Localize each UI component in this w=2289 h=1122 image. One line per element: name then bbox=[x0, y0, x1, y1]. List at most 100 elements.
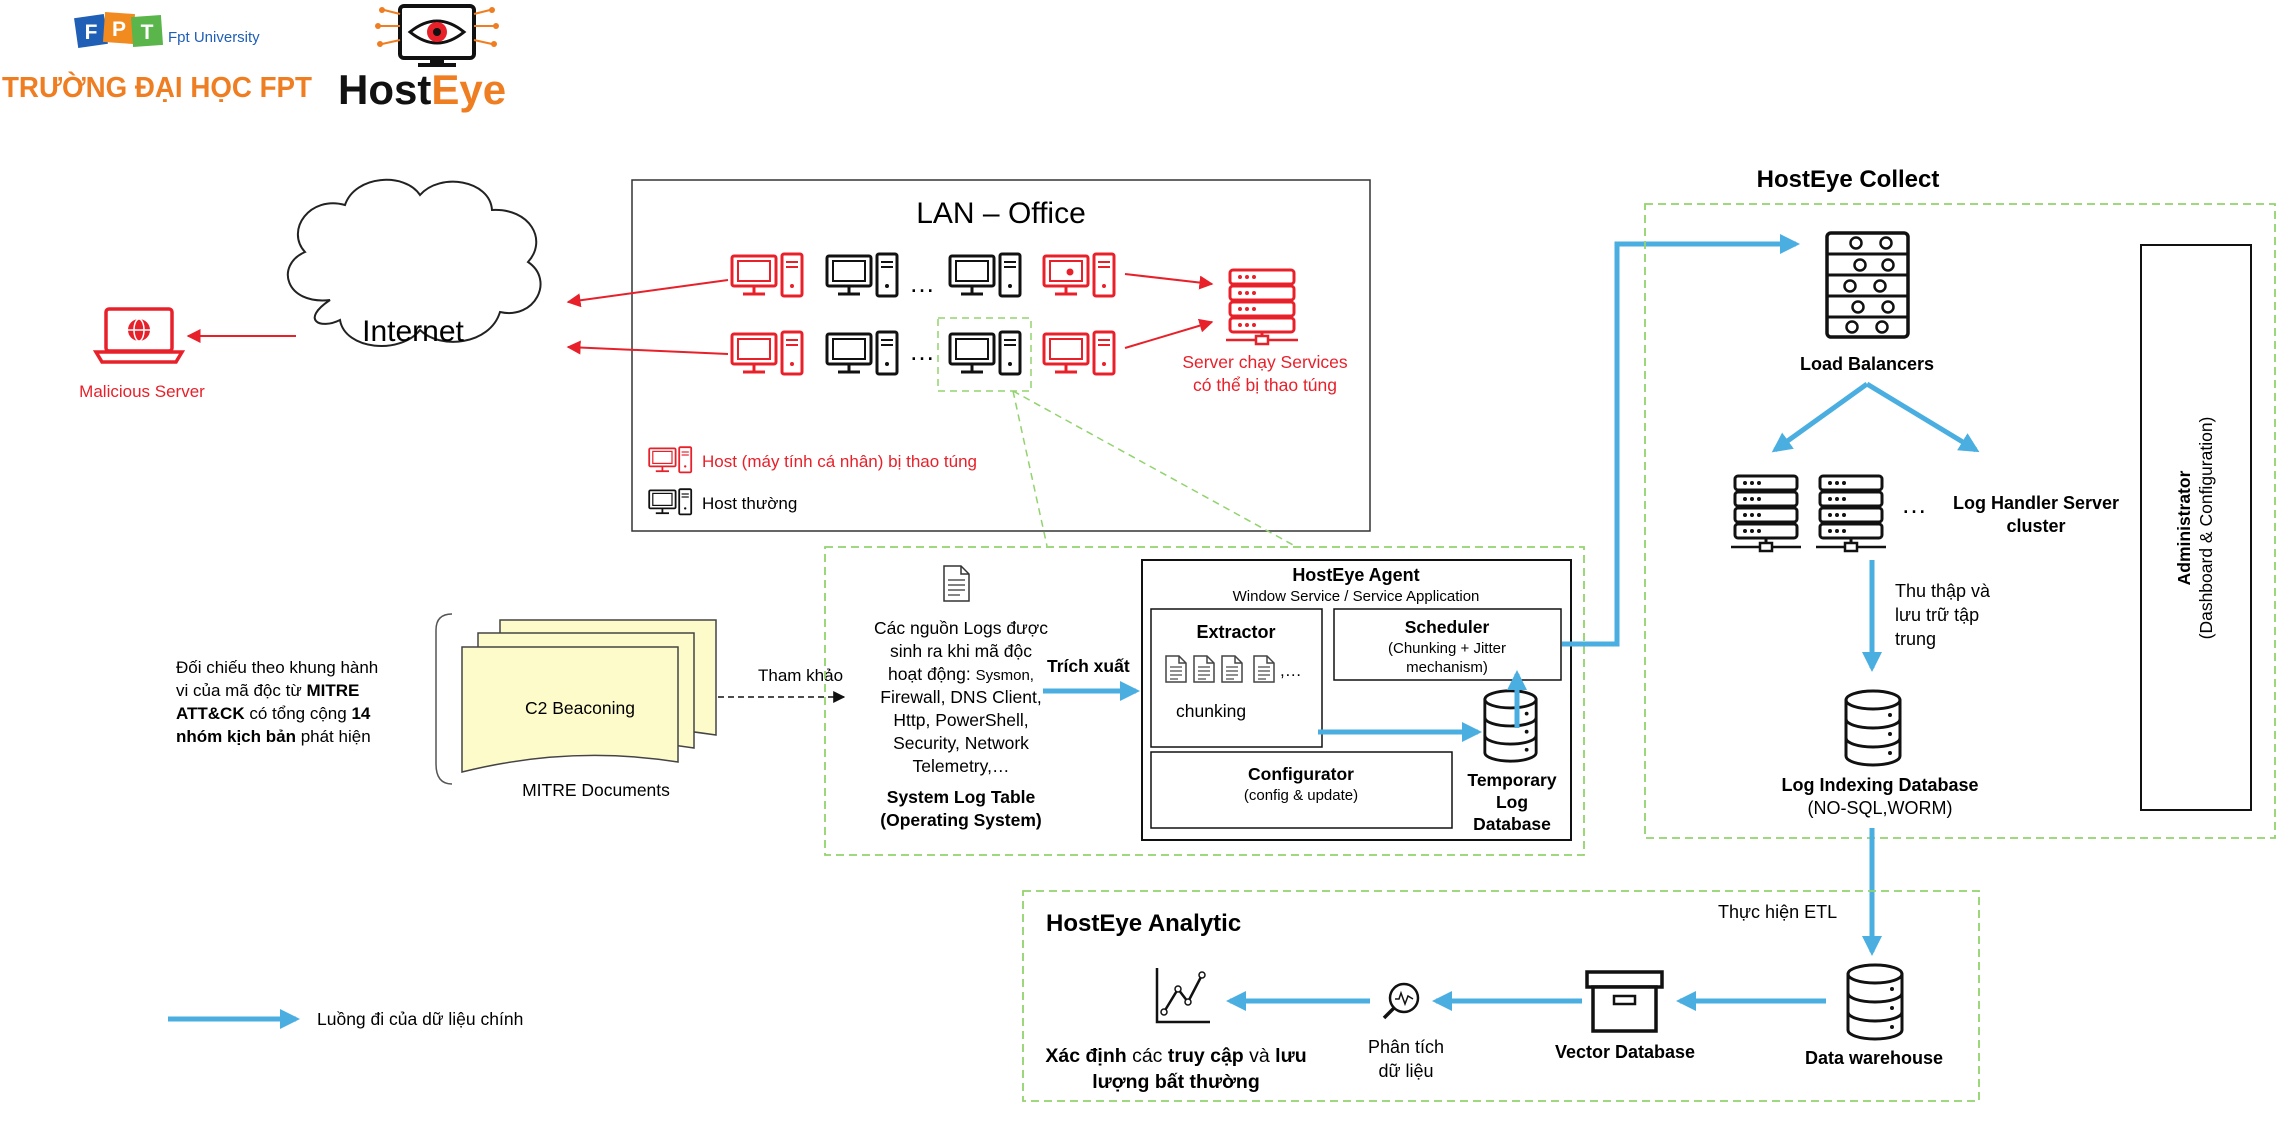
vector-db-label: Vector Database bbox=[1555, 1042, 1695, 1062]
server-label-line2: có thể bị thao túng bbox=[1193, 375, 1337, 395]
tempdb-line3: Database bbox=[1473, 814, 1551, 834]
lan-office-title: LAN – Office bbox=[916, 197, 1086, 230]
extractor-title: Extractor bbox=[1196, 622, 1275, 642]
index-db-label-line2: (NO-SQL,WORM) bbox=[1808, 798, 1953, 818]
magnifier-icon bbox=[1382, 982, 1420, 1020]
etl-label: Thực hiện ETL bbox=[1718, 902, 1837, 922]
scheduler-box: Scheduler (Chunking + Jitter mechanism) bbox=[1333, 608, 1562, 681]
internet-cloud: Internet bbox=[286, 178, 542, 348]
configurator-box: Configurator (config & update) bbox=[1150, 751, 1453, 829]
administrator-panel: Administrator (Dashboard & Configuration… bbox=[2140, 244, 2252, 811]
server-rack-icon bbox=[1729, 474, 1803, 553]
analyze-label-line2: dữ liệu bbox=[1378, 1061, 1433, 1081]
document-icon bbox=[1165, 655, 1187, 683]
database-icon bbox=[1483, 689, 1538, 763]
row2-ellipsis: … bbox=[909, 336, 935, 366]
tempdb-line1: Temporary bbox=[1467, 770, 1556, 790]
collect-note-line2: lưu trữ tập bbox=[1895, 605, 1979, 625]
handler-label-line2: cluster bbox=[2006, 516, 2065, 536]
result-label-line1: Xác định các truy cập và lưu bbox=[1045, 1045, 1306, 1067]
syslog-title-line2: (Operating System) bbox=[880, 810, 1041, 830]
syslog-line1: Các nguồn Logs được bbox=[874, 618, 1048, 638]
hosteye-agent-box: HostEye Agent Window Service / Service A… bbox=[1141, 559, 1572, 841]
hosteye-logo: HostEye bbox=[338, 4, 506, 113]
configurator-title: Configurator bbox=[1248, 764, 1354, 784]
internet-label: Internet bbox=[362, 315, 464, 348]
chunking-label: chunking bbox=[1176, 701, 1246, 721]
syslog-line2: sinh ra khi mã độc bbox=[890, 641, 1032, 661]
lb-to-handler-left-arrow bbox=[1771, 381, 1869, 453]
eye-monitor-icon bbox=[375, 4, 499, 67]
mitre-document-stack: C2 Beaconing bbox=[461, 619, 717, 773]
zoom-line-right bbox=[1012, 390, 1296, 547]
document-icon bbox=[1193, 655, 1215, 683]
database-icon bbox=[1844, 689, 1902, 767]
collect-region bbox=[1644, 203, 2276, 839]
system-log-table: Các nguồn Logs được sinh ra khi mã độc h… bbox=[874, 565, 1048, 830]
tempdb-line2: Log bbox=[1496, 792, 1528, 812]
configurator-sub: (config & update) bbox=[1244, 787, 1358, 804]
scheduler-sub-line1: (Chunking + Jitter bbox=[1388, 640, 1506, 657]
host-zoom-region bbox=[824, 546, 1585, 856]
mitre-desc-line2: vi của mã độc từ MITRE bbox=[176, 681, 359, 700]
row1-ellipsis: … bbox=[909, 268, 935, 298]
server-label-line1: Server chạy Services bbox=[1182, 352, 1348, 372]
extractor-more: ,… bbox=[1280, 661, 1302, 680]
syslog-title-line1: System Log Table bbox=[887, 787, 1036, 807]
administrator-label: Administrator bbox=[2174, 470, 2194, 585]
data-warehouse-label: Data warehouse bbox=[1805, 1048, 1943, 1068]
handler-label-line1: Log Handler Server bbox=[1953, 493, 2119, 513]
load-balancer-icon bbox=[1825, 231, 1910, 339]
globe-laptop-icon bbox=[92, 307, 186, 364]
host-to-server-arrow-1 bbox=[1124, 273, 1214, 290]
fpt-school-label: TRƯỜNG ĐẠI HỌC FPT bbox=[2, 70, 312, 104]
legend-bad-host: Host (máy tính cá nhân) bị thao túng bbox=[702, 452, 977, 471]
fpt-mark-icon: F P T bbox=[74, 11, 164, 48]
analyze-label-line1: Phân tích bbox=[1368, 1037, 1444, 1057]
server-rack-icon bbox=[1814, 474, 1888, 553]
document-icon bbox=[1221, 655, 1243, 683]
database-icon bbox=[1846, 963, 1904, 1041]
result-label-line2: lượng bất thường bbox=[1092, 1071, 1260, 1093]
administrator-sub-label: (Dashboard & Configuration) bbox=[2196, 417, 2216, 640]
line-chart-icon bbox=[1155, 968, 1210, 1024]
reference-label: Tham khảo bbox=[758, 666, 843, 685]
collect-note-line3: trung bbox=[1895, 629, 1936, 649]
server-rack-icon bbox=[1226, 268, 1298, 346]
archive-box-icon bbox=[1585, 970, 1664, 1033]
c2-beaconing-label: C2 Beaconing bbox=[525, 698, 635, 718]
malicious-server: Malicious Server bbox=[79, 307, 205, 401]
scheduler-to-loadbalancer-arrow bbox=[1562, 234, 1800, 647]
index-db-label-line1: Log Indexing Database bbox=[1781, 775, 1978, 795]
svg-text:T: T bbox=[141, 21, 154, 44]
load-balancers-label: Load Balancers bbox=[1800, 354, 1934, 374]
infected-dot bbox=[1066, 268, 1074, 276]
malicious-server-label: Malicious Server bbox=[79, 382, 205, 401]
agent-subtitle: Window Service / Service Application bbox=[1233, 588, 1480, 605]
mitre-brace bbox=[435, 613, 453, 785]
hosteye-wordmark: HostEye bbox=[338, 66, 506, 113]
lb-to-handler-right-arrow bbox=[1865, 381, 1980, 453]
handler-ellipsis: … bbox=[1901, 489, 1927, 519]
legend-flow-label: Luồng đi của dữ liệu chính bbox=[317, 1009, 523, 1029]
mitre-desc-line1: Đối chiếu theo khung hành bbox=[176, 658, 378, 677]
syslog-line4: Firewall, DNS Client, bbox=[880, 687, 1041, 707]
scheduler-sub-line2: mechanism) bbox=[1406, 659, 1488, 676]
syslog-line6: Security, Network bbox=[893, 733, 1029, 753]
document-icon bbox=[943, 565, 970, 602]
lan-to-internet-arrow-2 bbox=[566, 340, 729, 355]
mitre-documents-caption: MITRE Documents bbox=[522, 780, 670, 800]
syslog-line3: hoạt động: Sysmon, bbox=[888, 664, 1034, 684]
host-to-server-arrow-2 bbox=[1124, 318, 1214, 349]
mitre-desc-line4: nhóm kịch bản phát hiện bbox=[176, 727, 371, 746]
fpt-university-label: Fpt University bbox=[168, 29, 260, 46]
syslog-line5: Http, PowerShell, bbox=[893, 710, 1028, 730]
mitre-description: Đối chiếu theo khung hành vi của mã độc … bbox=[176, 658, 378, 746]
extract-label: Trích xuất bbox=[1047, 656, 1130, 676]
collect-title: HostEye Collect bbox=[1757, 166, 1940, 193]
collect-note-line1: Thu thập và bbox=[1895, 581, 1991, 601]
lan-office-box: LAN – Office … … Serv bbox=[631, 179, 1371, 532]
cloud-icon bbox=[286, 178, 542, 347]
document-icon bbox=[1253, 655, 1275, 683]
